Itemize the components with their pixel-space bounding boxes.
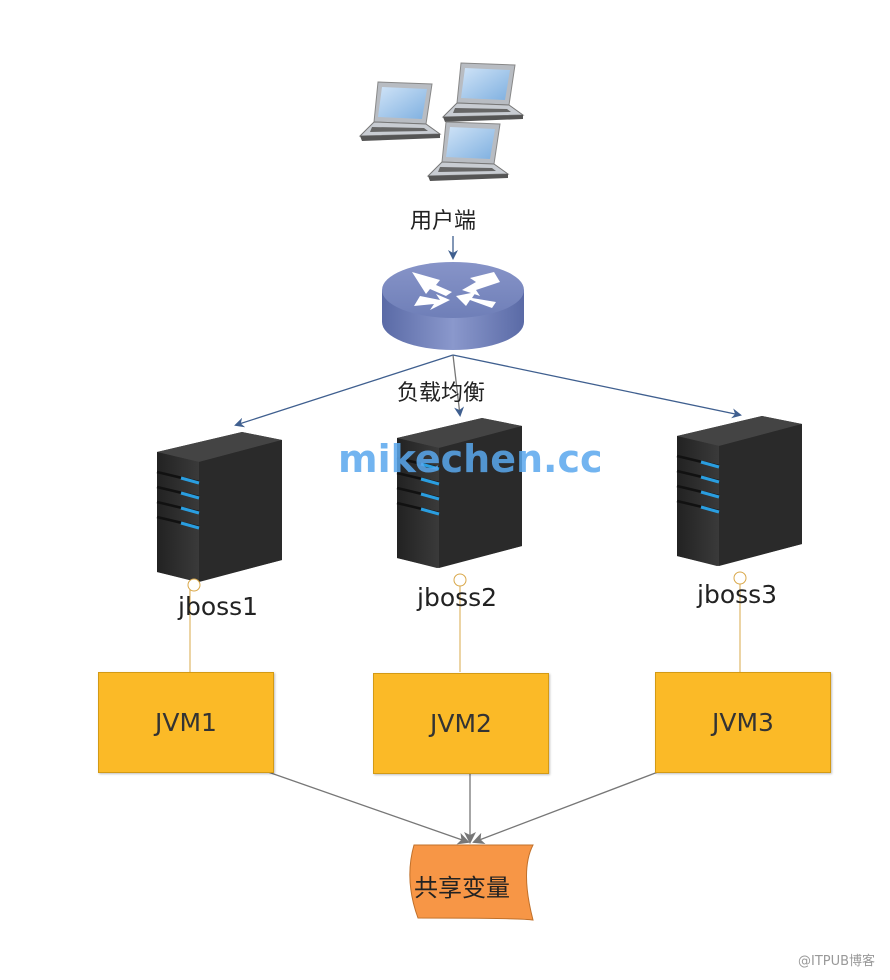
arrow-jvm1-to-shared [267, 771, 470, 845]
jvm-box-1: JVM1 [98, 672, 274, 773]
jvm-arrows [267, 771, 659, 845]
laptops-icon [359, 62, 524, 182]
credit-text: @ITPUB博客 [798, 954, 876, 969]
arrow-lb-to-jboss2 [452, 354, 465, 417]
shared-variable-label: 共享变量 [414, 874, 510, 902]
router-icon [382, 262, 524, 350]
arrow-lb-to-jboss1 [234, 354, 454, 428]
server-label-jboss3: jboss3 [697, 580, 778, 609]
connectors [187, 571, 747, 672]
shared-variable-shape [409, 844, 534, 921]
jvm-box-3: JVM3 [655, 672, 831, 773]
server-tower-icon [675, 414, 804, 568]
server-tower-icon [155, 430, 284, 584]
jvm-label: JVM1 [155, 708, 217, 737]
jvm-label: JVM2 [430, 709, 492, 738]
server-label-jboss2: jboss2 [417, 583, 498, 612]
clients-label: 用户端 [410, 209, 477, 234]
server-label-jboss1: jboss1 [178, 592, 259, 621]
jvm-label: JVM3 [712, 708, 774, 737]
arrow-jvm3-to-shared [472, 771, 659, 845]
lb-arrows [234, 354, 742, 428]
arrow-lb-to-jboss3 [452, 354, 742, 419]
load-balancer-label: 负载均衡 [397, 381, 486, 406]
watermark: mikechen.cc [338, 437, 603, 481]
jvm-box-2: JVM2 [373, 673, 549, 774]
